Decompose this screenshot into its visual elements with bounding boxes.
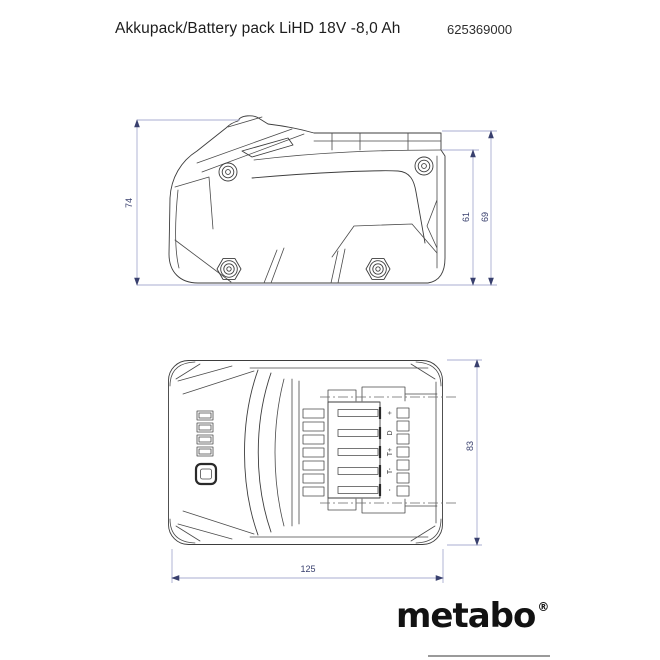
registered-trademark-icon: ®	[537, 599, 550, 614]
metabo-logo-text: metabo	[396, 596, 536, 636]
capacity-indicator-leds	[196, 410, 214, 457]
bottom-divider	[428, 655, 550, 657]
page-title: Akkupack/Battery pack LiHD 18V -8,0 Ah	[115, 20, 401, 37]
capacity-test-button	[194, 462, 218, 486]
latch-slot	[241, 137, 294, 158]
part-number: 625369000	[447, 22, 513, 37]
side-view-drawing: 74 61 69	[124, 115, 497, 286]
contact-windows	[396, 407, 410, 497]
terminal-t-plus-label: T+	[387, 448, 394, 456]
screw-icon	[414, 156, 434, 176]
dim-label-depth: 83	[465, 441, 475, 451]
terminal-minus-label: -	[387, 488, 394, 491]
screw-icon	[218, 162, 238, 182]
hex-screw-icon	[365, 258, 391, 280]
dim-label-rail-height: 69	[480, 212, 490, 222]
terminal-plus-label: +	[387, 411, 394, 415]
vent-slots	[302, 408, 325, 497]
dim-label-total-height: 74	[124, 198, 134, 208]
top-view-dimensions: 83 125	[171, 359, 482, 583]
terminal-data-label: D	[387, 430, 394, 435]
dim-label-body-height: 61	[461, 212, 471, 222]
hex-screw-icon	[216, 258, 242, 280]
contact-block	[327, 401, 382, 499]
battery-top-outline	[168, 360, 443, 545]
terminal-t-minus-label: T-	[387, 467, 394, 474]
terminal-labels: + D T+ T- -	[387, 411, 394, 491]
metabo-logo: metabo®	[396, 596, 550, 636]
top-view-drawing: + D T+ T- -	[168, 359, 482, 583]
battery-side-outline	[168, 115, 446, 284]
dim-label-width: 125	[300, 564, 315, 574]
side-view-dimensions: 74 61 69	[124, 119, 497, 286]
